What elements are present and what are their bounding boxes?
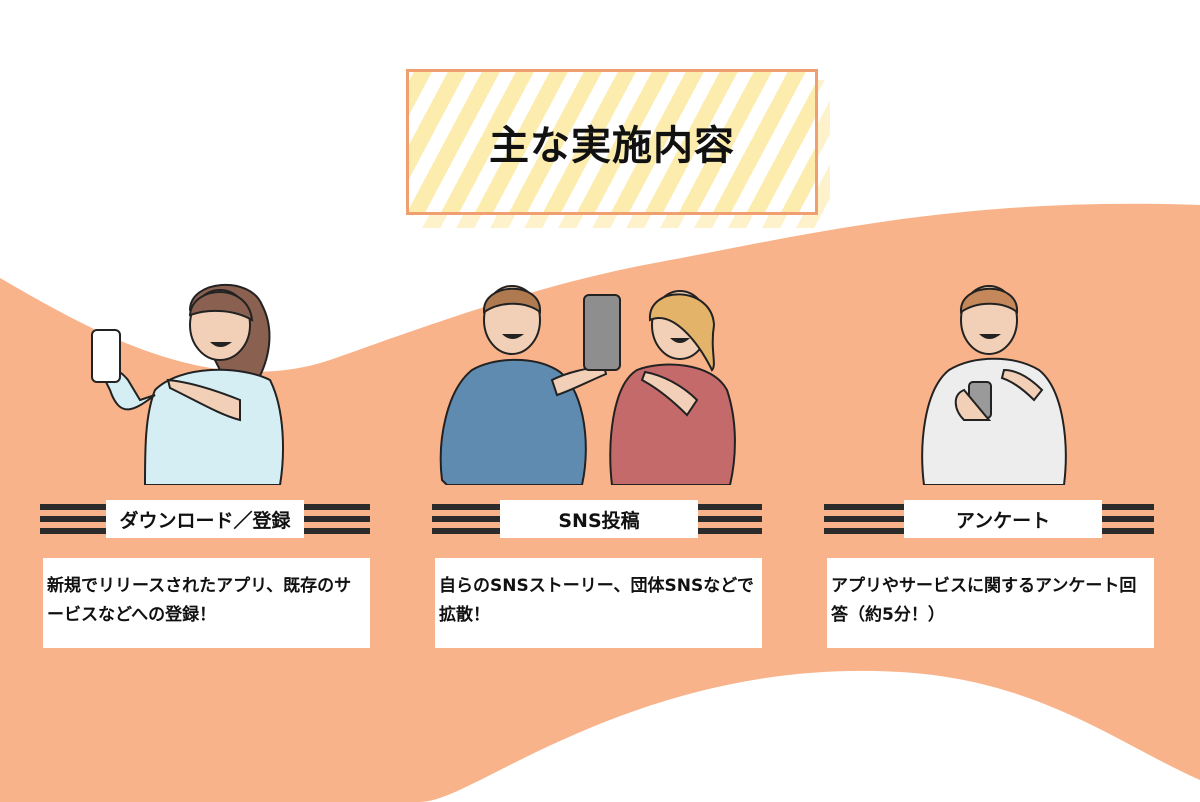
label-survey: アンケート (904, 500, 1102, 538)
couple-illustration (439, 285, 736, 485)
column-sns: SNS投稿 自らのSNSストーリー、団体SNSなどで拡散！ (432, 0, 762, 802)
column-download: ダウンロード／登録 新規でリリースされたアプリ、既存のサービスなどへの登録！ (40, 0, 370, 802)
column-survey: アンケート アプリやサービスに関するアンケート回答（約5分！） (824, 0, 1154, 802)
woman-illustration (91, 284, 284, 485)
label-sns: SNS投稿 (500, 500, 698, 538)
description-survey: アプリやサービスに関するアンケート回答（約5分！） (827, 558, 1154, 648)
description-download: 新規でリリースされたアプリ、既存のサービスなどへの登録！ (43, 558, 370, 648)
label-bar: ダウンロード／登録 (40, 500, 370, 538)
description-sns: 自らのSNSストーリー、団体SNSなどで拡散！ (435, 558, 762, 648)
page-title: 主な実施内容 (489, 123, 735, 169)
label-bar: SNS投稿 (432, 500, 762, 538)
label-bar: アンケート (824, 500, 1154, 538)
title-box (406, 69, 818, 215)
man-illustration (921, 285, 1067, 485)
label-download: ダウンロード／登録 (106, 500, 304, 538)
